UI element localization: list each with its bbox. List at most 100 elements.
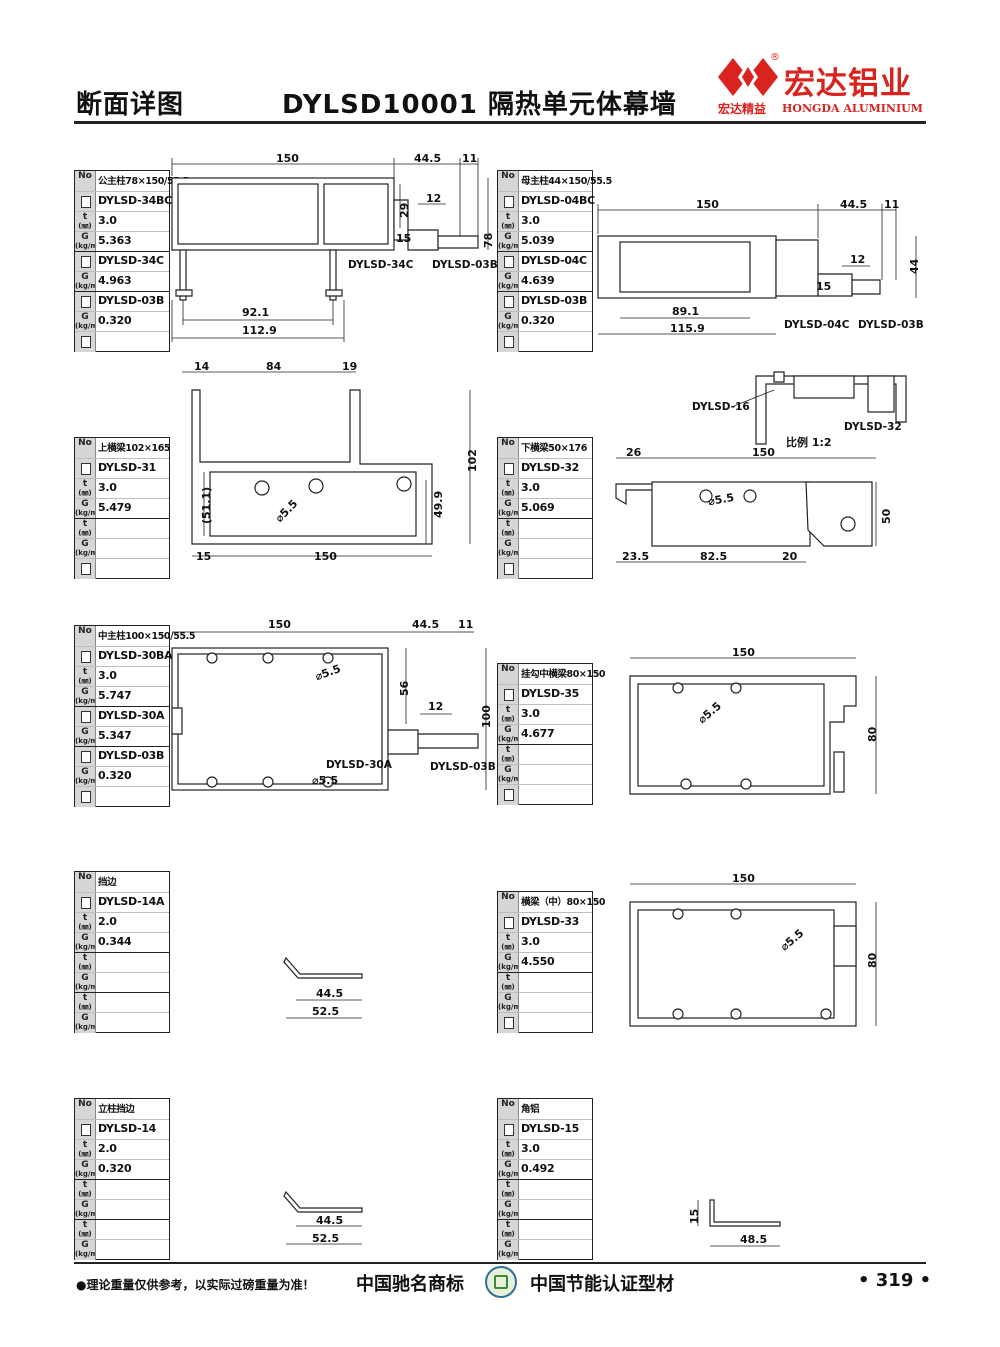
table-cell: 3.0: [521, 481, 540, 494]
dim-11: 11: [884, 198, 899, 211]
dim-44-5: 44.5: [316, 987, 343, 1000]
end-marker-icon: [75, 332, 96, 352]
table-row: t(㎜): [75, 992, 169, 1013]
label-dylsd-03b: DYLSD-03B: [432, 259, 498, 271]
footer-rule: [74, 1262, 926, 1264]
table-row: G(kg/m)0.344: [75, 932, 169, 953]
drawing-d4: DYLSD-16 DYLSD-32 比例 1:2: [692, 371, 907, 449]
weight-icon: G(kg/m): [75, 767, 96, 787]
table-cell: DYLSD-30A: [98, 709, 165, 722]
table-cell: DYLSD-03B: [521, 294, 588, 307]
table-cell: 3.0: [98, 214, 117, 227]
logo-slogan: 宏达精益: [718, 102, 767, 116]
label-dylsd-04c: DYLSD-04C: [784, 319, 850, 331]
table-cell: 3.0: [98, 669, 117, 682]
table-cell: 3.0: [521, 935, 540, 948]
scale-label: 比例 1:2: [786, 435, 832, 449]
drawing-d7: 150 ⌀5.5 80: [629, 646, 879, 795]
weight-icon: G(kg/m): [498, 312, 519, 332]
profile-shape: [283, 1190, 363, 1213]
number-icon: No: [75, 872, 96, 892]
section-code-icon: [75, 192, 96, 212]
table-cell: 4.639: [521, 274, 555, 287]
dim-82-5: 82.5: [700, 550, 727, 563]
profile-table-t9: No立柱挡边DYLSD-14t(㎜)2.0G(kg/m)0.320t(㎜)G(k…: [74, 1098, 170, 1260]
table-cell: 0.344: [98, 935, 132, 948]
table-row: G(kg/m): [75, 1239, 169, 1260]
profile-table-t3: No上横梁102×165DYLSD-31t(㎜)3.0G(kg/m)5.479t…: [74, 437, 171, 579]
dim-20: 20: [782, 550, 798, 563]
section-code-icon: [498, 913, 519, 933]
thickness-icon: t(㎜): [75, 1140, 96, 1160]
profile-shape: [171, 647, 479, 791]
table-row: G(kg/m): [498, 1239, 592, 1260]
end-marker-icon: [75, 787, 96, 807]
table-cell: 3.0: [521, 1142, 540, 1155]
section-code-icon: [75, 459, 96, 479]
table-row: G(kg/m)0.492: [498, 1159, 592, 1180]
drawing-d6: 150 44.5 11 ⌀5.5 56 12 100 DYLSD-30A DYL…: [171, 618, 496, 791]
drawing-d10: 44.5 52.5: [283, 1190, 363, 1245]
thickness-icon: t(㎜): [498, 479, 519, 499]
table-row: t(㎜)3.0: [75, 478, 169, 499]
table-row: G(kg/m)5.363: [75, 231, 169, 252]
dim-51-1: (51.1): [200, 487, 213, 524]
dim-150: 150: [268, 618, 291, 631]
weight-icon: G(kg/m): [75, 1013, 96, 1033]
table-cell: DYLSD-04C: [521, 254, 587, 267]
end-marker-icon: [498, 1013, 519, 1033]
end-marker-icon: [75, 559, 96, 579]
table-row: DYLSD-15: [498, 1119, 592, 1140]
dim-dia-5-5-bottom: ⌀5.5: [312, 774, 338, 787]
dim-80: 80: [866, 952, 879, 968]
table-row: DYLSD-14A: [75, 892, 169, 913]
table-row: t(㎜)3.0: [498, 478, 592, 499]
table-row: t(㎜): [498, 1219, 592, 1240]
table-row: G(kg/m): [498, 764, 592, 785]
table-row: t(㎜): [498, 744, 592, 765]
table-row: [75, 331, 169, 352]
table-cell: 3.0: [98, 481, 117, 494]
drawing-d1: 150 44.5 11 29 12 15 78 DYLSD-34C DYLSD-…: [171, 152, 498, 342]
dim-150: 150: [732, 872, 755, 885]
thickness-icon: t(㎜): [498, 212, 519, 232]
table-row: t(㎜)3.0: [498, 211, 592, 232]
section-code-icon: [75, 893, 96, 913]
table-row: G(kg/m)4.550: [498, 952, 592, 973]
table-row: t(㎜)3.0: [75, 211, 169, 232]
label-dylsd-34c: DYLSD-34C: [348, 259, 414, 271]
profile-table-t1: No公主柱78×150/55.5DYLSD-34BCt(㎜)3.0G(kg/m)…: [74, 170, 189, 352]
thickness-icon: t(㎜): [75, 913, 96, 933]
dim-11: 11: [458, 618, 473, 631]
dim-84: 84: [266, 360, 282, 373]
table-cell: 5.363: [98, 234, 132, 247]
thickness-icon: t(㎜): [75, 519, 96, 539]
section-code-icon: [75, 292, 96, 312]
page-number: • 319 •: [858, 1270, 932, 1291]
table-row: G(kg/m): [75, 1199, 169, 1220]
drawing-d11: 15 48.5: [688, 1199, 781, 1247]
section-code-icon: [498, 292, 519, 312]
table-row: [498, 1012, 592, 1033]
number-icon: No: [75, 438, 96, 458]
table-row: t(㎜): [498, 972, 592, 993]
table-row: G(kg/m): [498, 538, 592, 559]
number-icon: No: [75, 1099, 96, 1119]
dim-89-1: 89.1: [672, 305, 699, 318]
profile-shape: [191, 389, 433, 545]
table-cell: 0.320: [98, 314, 132, 327]
weight-icon: G(kg/m): [75, 232, 96, 252]
table-row: G(kg/m): [75, 972, 169, 993]
weight-icon: G(kg/m): [75, 687, 96, 707]
table-cell: DYLSD-14: [98, 1122, 157, 1135]
profile-name: 下横梁50×176: [521, 443, 587, 454]
table-row: DYLSD-04C: [498, 251, 592, 272]
table-row: [498, 784, 592, 805]
profile-name: 挂勾中横梁80×150: [521, 669, 606, 680]
table-cell: DYLSD-34C: [98, 254, 164, 267]
table-row: DYLSD-03B: [75, 746, 169, 767]
table-row: G(kg/m)5.069: [498, 498, 592, 519]
number-icon: No: [498, 892, 519, 912]
dim-150: 150: [752, 446, 775, 459]
